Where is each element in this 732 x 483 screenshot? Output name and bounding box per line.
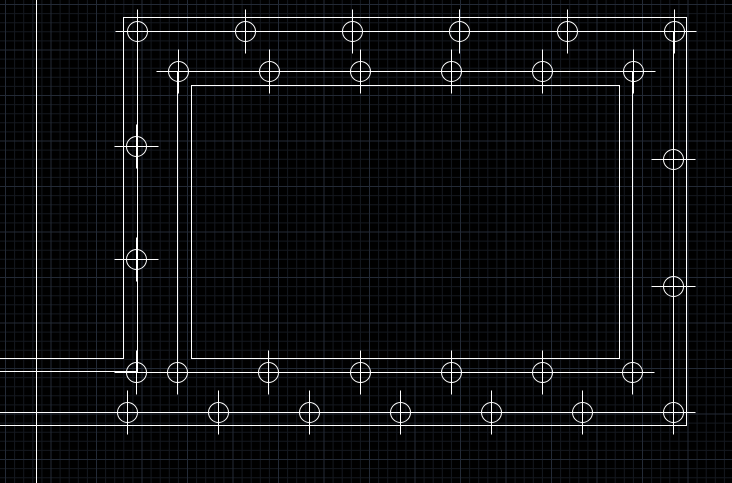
column-marker-icon [520,350,565,395]
column-marker-icon [378,390,423,435]
column-marker-icon [338,49,383,94]
column-marker-icon [651,137,696,182]
column-marker-icon [437,9,482,54]
column-marker-icon [196,390,241,435]
column-marker-icon [429,350,474,395]
column-markers [105,9,697,435]
inner-wall-line-inner [191,85,620,359]
column-marker-icon [114,350,159,395]
column-marker-icon [610,350,655,395]
column-marker-icon [114,237,159,282]
column-marker-icon [611,49,656,94]
column-marker-icon [287,390,332,435]
column-marker-icon [330,9,375,54]
column-marker-icon [520,49,565,94]
column-marker-icon [156,49,201,94]
outer-wall-line-outer [0,17,687,426]
column-marker-icon [105,390,150,435]
column-marker-icon [155,350,200,395]
column-marker-icon [560,390,605,435]
inner-wall-outline [177,71,633,373]
column-marker-icon [651,264,696,309]
column-marker-icon [114,124,159,169]
column-marker-icon [246,350,291,395]
column-marker-icon [545,9,590,54]
column-marker-icon [223,9,268,54]
column-marker-icon [429,49,474,94]
column-marker-icon [338,350,383,395]
column-marker-icon [652,9,697,54]
inner-wall-line-outer [177,71,633,373]
column-marker-icon [469,390,514,435]
column-marker-icon [651,390,696,435]
column-marker-icon [247,49,292,94]
column-marker-icon [115,9,160,54]
